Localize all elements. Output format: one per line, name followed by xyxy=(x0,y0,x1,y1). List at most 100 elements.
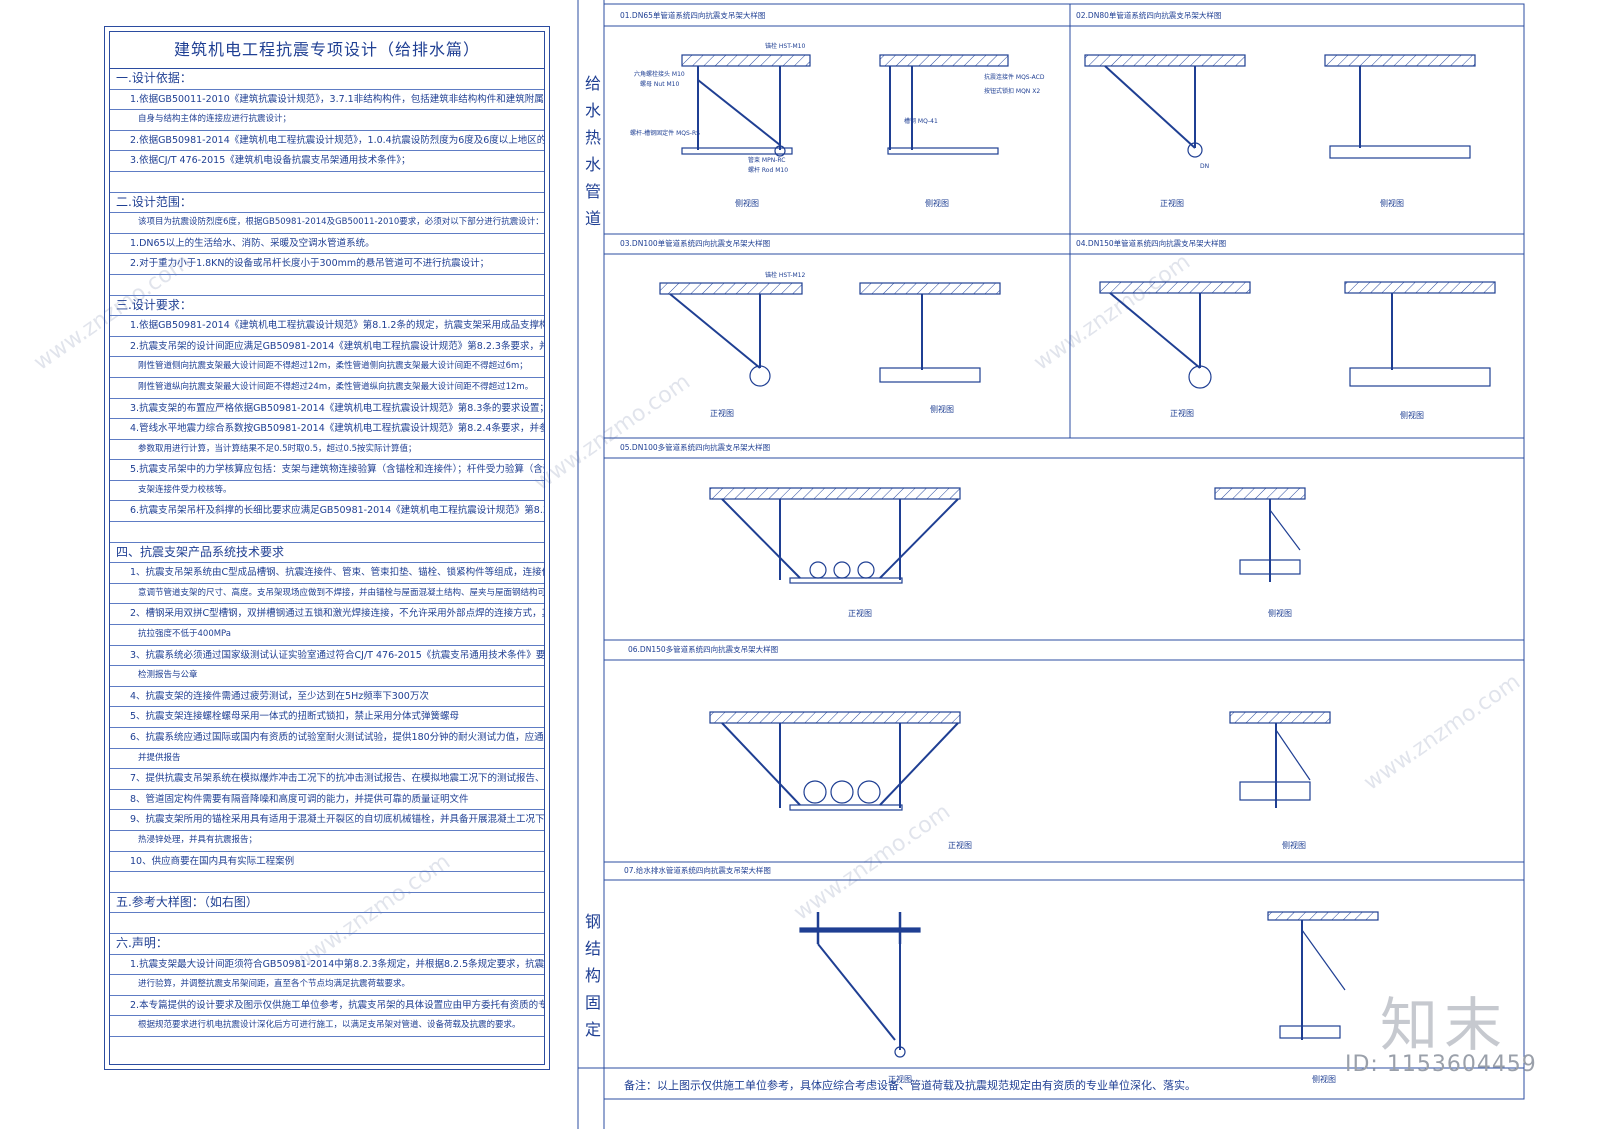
spec-row xyxy=(110,913,544,934)
spec-row: 4.管线水平地震力综合系数按GB50981-2014《建筑机电工程抗震设计规范》… xyxy=(110,419,544,440)
label-channel: 槽钢 MQ-41 xyxy=(904,117,938,125)
detail-06-side xyxy=(1229,711,1331,808)
label-anchor: 锚栓 HST-M10 xyxy=(765,42,806,50)
detail-03-side xyxy=(859,282,1001,383)
view-label: 侧视图 xyxy=(1400,410,1424,420)
label-anchor: 锚栓 HST-M12 xyxy=(765,271,806,279)
spec-rows: 一.设计依据：1.依据GB50011-2010《建筑抗震设计规范》，3.7.1非… xyxy=(110,69,544,1037)
spec-row: 1.抗震支架最大设计间距须符合GB50981-2014中第8.2.3条规定，并根… xyxy=(110,955,544,976)
label-rod: 螺杆 Rod M10 xyxy=(748,166,788,174)
side-label-char: 管 xyxy=(584,182,601,201)
side-label-char: 水 xyxy=(584,155,601,174)
detail-07-side xyxy=(1267,911,1379,1040)
panel-title-05: 05.DN100多管道系统四向抗震支吊架大样图 xyxy=(620,442,770,452)
view-label: 正视图 xyxy=(888,1074,912,1084)
side-label-water-pipes: 给水热水管道 xyxy=(578,70,608,232)
spec-row: 该项目为抗震设防烈度6度，根据GB50981-2014及GB50011-2010… xyxy=(110,213,544,234)
spec-row: 参数取用进行计算，当计算结果不足0.5时取0.5，超过0.5按实际计算值； xyxy=(110,440,544,461)
label-rod-fix: 螺杆-槽钢固定件 MQS-RS xyxy=(630,129,700,137)
spec-row: 六.声明： xyxy=(110,934,544,955)
spec-row: 刚性管道侧向抗震支架最大设计间距不得超过12m，柔性管道侧向抗震支架最大设计间距… xyxy=(110,357,544,378)
detail-01-side xyxy=(879,54,1009,155)
spec-row: 6、抗震系统应通过国际或国内有资质的试验室耐火测试试验，提供180分钟的耐火测试… xyxy=(110,728,544,749)
view-label: 侧视图 xyxy=(930,404,954,414)
spec-row: 二.设计范围： xyxy=(110,193,544,214)
side-label-char: 固 xyxy=(584,993,601,1012)
spec-row: 检测报告与公章 xyxy=(110,666,544,687)
side-label-char: 道 xyxy=(584,209,601,228)
image-id: ID: 1153604459 xyxy=(1345,1052,1537,1077)
spec-row: 3.抗震支架的布置应严格依据GB50981-2014《建筑机电工程抗震设计规范》… xyxy=(110,399,544,420)
panel-title-03: 03.DN100单管道系统四向抗震支吊架大样图 xyxy=(620,238,770,248)
spec-row: 10、供应商要在国内具有实际工程案例 xyxy=(110,852,544,873)
spec-sheet-inner: 建筑机电工程抗震专项设计（给排水篇） 一.设计依据：1.依据GB50011-20… xyxy=(109,31,545,1065)
spec-row: 1.DN65以上的生活给水、消防、采暖及空调水管道系统。 xyxy=(110,234,544,255)
view-label: 侧视图 xyxy=(1282,840,1306,850)
detail-04-front xyxy=(1099,281,1251,389)
spec-row: 1、抗震支吊架系统由C型成品槽钢、抗震连接件、管束、管束扣垫、锚栓、锁紧构件等组… xyxy=(110,563,544,584)
spec-row: 5.抗震支吊架中的力学核算应包括：支架与建筑物连接验算（含锚栓和连接件）；杆件受… xyxy=(110,460,544,481)
spec-row: 6.抗震支吊架吊杆及斜撑的长细比要求应满足GB50981-2014《建筑机电工程… xyxy=(110,501,544,523)
spec-row: 2.抗震支吊架的设计间距应满足GB50981-2014《建筑机电工程抗震设计规范… xyxy=(110,337,544,358)
spec-row: 四、抗震支架产品系统技术要求 xyxy=(110,543,544,564)
spec-row: 5、抗震支架连接螺栓螺母采用一体式的扭断式锁扣，禁止采用分体式弹簧螺母 xyxy=(110,707,544,728)
spec-row: 4、抗震支架的连接件需通过疲劳测试，至少达到在5Hz频率下300万次 xyxy=(110,687,544,708)
panel-title-02: 02.DN80单管道系统四向抗震支吊架大样图 xyxy=(1076,10,1221,20)
view-label: 正视图 xyxy=(1170,408,1194,418)
detail-02-side xyxy=(1324,54,1476,159)
spec-row: 2.对于重力小于1.8KN的设备或吊杆长度小于300mm的悬吊管道可不进行抗震设… xyxy=(110,254,544,275)
label-quick-buckle: 按钮式锁扣 MQN X2 xyxy=(984,87,1040,95)
label-seismic-conn: 抗震连接件 MQS-ACD xyxy=(984,73,1045,81)
spec-sheet: 建筑机电工程抗震专项设计（给排水篇） 一.设计依据：1.依据GB50011-20… xyxy=(104,26,550,1070)
spec-row: 支架连接件受力校核等。 xyxy=(110,481,544,502)
spec-row: 自身与结构主体的连接应进行抗震设计； xyxy=(110,110,544,131)
side-label-char: 给 xyxy=(584,74,601,93)
frame-border xyxy=(603,3,1525,1100)
detail-06-front xyxy=(709,711,961,811)
detail-02-front xyxy=(1084,54,1246,158)
spec-row: 2.本专篇提供的设计要求及图示仅供施工单位参考，抗震支吊架的具体设置应由甲方委托… xyxy=(110,996,544,1017)
detail-05-side xyxy=(1214,487,1306,582)
spec-row: 根据规范要求进行机电抗震设计深化后方可进行施工，以满足支吊架对管道、设备荷载及抗… xyxy=(110,1016,544,1037)
label-hex-head: 六角螺栓接头 M10 xyxy=(634,70,685,78)
spec-row: 3、抗震系统必须通过国家级测试认证实验室通过符合CJ/T 476-2015《抗震… xyxy=(110,646,544,667)
spec-row: 1.依据GB50981-2014《建筑机电工程抗震设计规范》第8.1.2条的规定… xyxy=(110,316,544,337)
label-clamp: 管束 MPN-RC xyxy=(748,156,785,164)
side-label-char: 热 xyxy=(584,128,601,147)
side-label-char: 结 xyxy=(584,939,601,958)
spec-row: 并提供报告 xyxy=(110,749,544,770)
footnote: 备注：以上图示仅供施工单位参考，具体应综合考虑设备、管道荷载及抗震规范规定由有资… xyxy=(624,1079,1196,1092)
spec-row xyxy=(110,172,544,193)
view-label: 侧视图 xyxy=(1380,198,1404,208)
side-label-char: 构 xyxy=(584,966,601,985)
panel-title-06: 06.DN150多管道系统四向抗震支吊架大样图 xyxy=(628,644,778,654)
spec-row: 8、管道固定构件需要有隔音降噪和高度可调的能力，并提供可靠的质量证明文件 xyxy=(110,790,544,811)
side-label-char: 定 xyxy=(584,1020,601,1039)
panel-title-01: 01.DN65单管道系统四向抗震支吊架大样图 xyxy=(620,10,765,20)
spec-row: 抗拉强度不低于400MPa xyxy=(110,625,544,646)
spec-row: 3.依据CJ/T 476-2015《建筑机电设备抗震支吊架通用技术条件》； xyxy=(110,151,544,172)
detail-07-front xyxy=(799,912,921,1058)
view-label: 正视图 xyxy=(848,608,872,618)
side-label-char: 钢 xyxy=(584,912,601,931)
label-nut: 螺母 Nut M10 xyxy=(640,80,679,88)
detail-03-front xyxy=(659,282,803,387)
spec-row xyxy=(110,275,544,296)
spec-row: 2.依据GB50981-2014《建筑机电工程抗震设计规范》，1.0.4抗震设防… xyxy=(110,131,544,152)
spec-row: 三.设计要求： xyxy=(110,296,544,317)
spec-row: 热浸锌处理，并具有抗震报告； xyxy=(110,831,544,852)
spec-row: 9、抗震支架所用的锚栓采用具有适用于混凝土开裂区的自切底机械锚栓，并具备开展混凝… xyxy=(110,810,544,831)
spec-row xyxy=(110,872,544,893)
view-label: 正视图 xyxy=(710,408,734,418)
side-label-steel-structure: 钢结构固定 xyxy=(578,908,608,1043)
detail-01-front xyxy=(681,54,811,157)
label-dn: DN xyxy=(1200,163,1209,170)
brand-watermark: 知末 xyxy=(1380,991,1509,1059)
spec-row xyxy=(110,522,544,543)
spec-row: 刚性管道纵向抗震支架最大设计间距不得超过24m，柔性管道纵向抗震支架最大设计间距… xyxy=(110,378,544,399)
spec-row: 7、提供抗震支吊架系统在模拟爆炸冲击工况下的抗冲击测试报告、在模拟地震工况下的测… xyxy=(110,769,544,790)
spec-row: 一.设计依据： xyxy=(110,69,544,90)
spec-row: 五.参考大样图：（如右图） xyxy=(110,893,544,914)
spec-title: 建筑机电工程抗震专项设计（给排水篇） xyxy=(110,32,544,69)
